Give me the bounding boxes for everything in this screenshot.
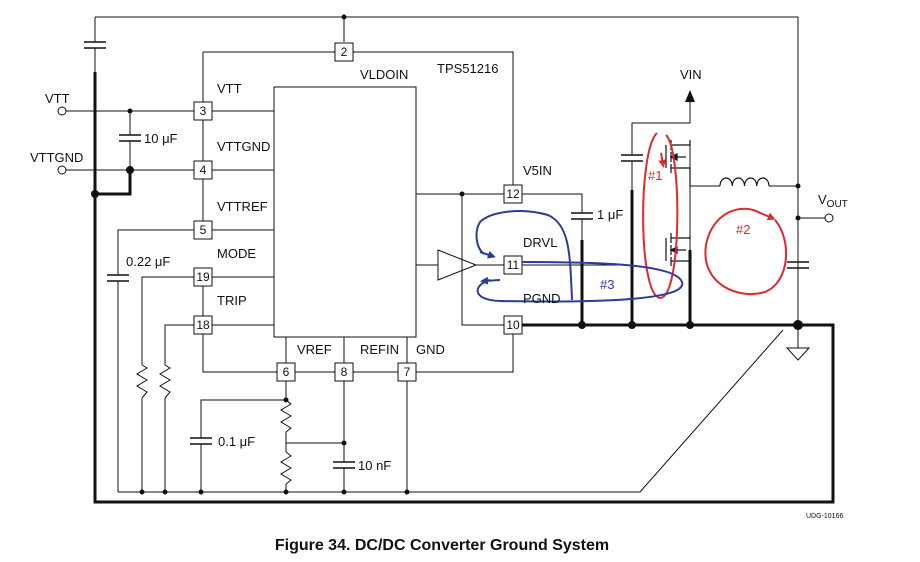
pin-box-3 <box>193 101 213 121</box>
pin-box-6 <box>276 362 296 382</box>
cap-vref-value: 0.1 μF <box>218 434 255 449</box>
loop-2-label: #2 <box>736 222 750 237</box>
pin-number-12: 12 <box>506 187 520 201</box>
thin-wiring <box>65 16 825 493</box>
pin-number-18: 18 <box>196 318 210 332</box>
junction-dots <box>91 14 803 495</box>
high-side-mosfet <box>665 140 691 186</box>
pin-number-19: 19 <box>196 270 210 284</box>
capacitor-v5in <box>571 212 593 220</box>
chip-part-label: TPS51216 <box>437 61 498 76</box>
loop-1-label: #1 <box>648 168 662 183</box>
cap-v5in-value: 1 μF <box>597 207 623 222</box>
vout-label: VOUT <box>818 192 848 210</box>
vout-terminal <box>824 213 834 223</box>
capacitor-refin <box>333 461 355 469</box>
vtt-terminal-label: VTT <box>45 91 70 106</box>
resistor-trip <box>159 364 171 399</box>
vin-arrow <box>685 90 695 102</box>
current-loop-1 <box>642 132 679 300</box>
pin-number-5: 5 <box>200 223 207 237</box>
pin-name-vttgnd: VTTGND <box>217 139 270 154</box>
vout-main: V <box>818 192 827 207</box>
pin-name-v5in: V5IN <box>523 163 552 178</box>
pin-number-8: 8 <box>341 365 348 379</box>
pin-name-vldoin: VLDOIN <box>360 67 408 82</box>
current-loop-2 <box>704 207 788 296</box>
pin-number-10: 10 <box>506 318 520 332</box>
capacitor-top <box>84 41 106 49</box>
pin-number-11: 11 <box>507 258 520 272</box>
pin-name-trip: TRIP <box>217 293 247 308</box>
terminals <box>57 106 834 223</box>
vttgnd-terminal-label: VTTGND <box>30 150 83 165</box>
pin-box-4 <box>193 160 213 180</box>
pin-name-vttref: VTTREF <box>217 199 268 214</box>
cap-vtt-value: 10 μF <box>144 131 178 146</box>
pin-boxes <box>193 42 523 382</box>
drawing-id: UDG-10166 <box>806 513 843 520</box>
gate-driver-buffer <box>437 249 478 281</box>
inductor <box>719 177 770 187</box>
capacitor-vttref <box>107 274 129 282</box>
pin-box-12 <box>503 184 523 204</box>
pin-box-18 <box>193 315 213 335</box>
pin-number-2: 2 <box>341 45 348 59</box>
ground-symbol <box>785 347 811 361</box>
figure-caption: Figure 34. DC/DC Converter Ground System <box>275 537 609 554</box>
vout-sub: OUT <box>827 199 848 210</box>
pin-box-19 <box>193 267 213 287</box>
pin-name-mode: MODE <box>217 246 256 261</box>
capacitors <box>84 41 809 469</box>
pin-box-11 <box>503 255 523 275</box>
vttgnd-terminal <box>57 165 67 175</box>
capacitor-vtt <box>119 134 141 142</box>
pin-box-10 <box>503 315 523 335</box>
pin-name-vtt: VTT <box>217 81 242 96</box>
pin-box-2 <box>334 42 354 62</box>
pin-name-refin: REFIN <box>360 342 399 357</box>
resistor-divider-top <box>280 399 292 433</box>
resistor-divider-bottom <box>280 451 292 485</box>
pin-number-3: 3 <box>200 104 207 118</box>
low-side-mosfet <box>665 233 691 266</box>
pin-name-vref: VREF <box>297 342 332 357</box>
cap-refin-value: 10 nF <box>358 458 391 473</box>
pin-name-gnd: GND <box>416 342 445 357</box>
pin-box-8 <box>334 362 354 382</box>
pin-number-6: 6 <box>283 365 290 379</box>
cap-vttref-value: 0.22 μF <box>126 254 170 269</box>
loop-3-label: #3 <box>600 277 614 292</box>
current-loop-3 <box>475 210 684 303</box>
pin-name-pgnd: PGND <box>523 291 561 306</box>
vin-label: VIN <box>680 67 702 82</box>
resistors <box>136 364 292 485</box>
resistor-mode <box>136 364 148 399</box>
pin-box-5 <box>193 220 213 240</box>
capacitor-vref <box>190 437 212 445</box>
pin-box-7 <box>397 362 417 382</box>
pin-name-drvl: DRVL <box>523 235 557 250</box>
pin-number-4: 4 <box>200 163 207 177</box>
ic-body <box>273 86 417 338</box>
power-ground-traces <box>93 72 835 504</box>
capacitor-input <box>621 154 643 162</box>
pin-number-7: 7 <box>404 365 411 379</box>
capacitor-output <box>787 261 809 269</box>
vtt-terminal <box>57 106 67 116</box>
